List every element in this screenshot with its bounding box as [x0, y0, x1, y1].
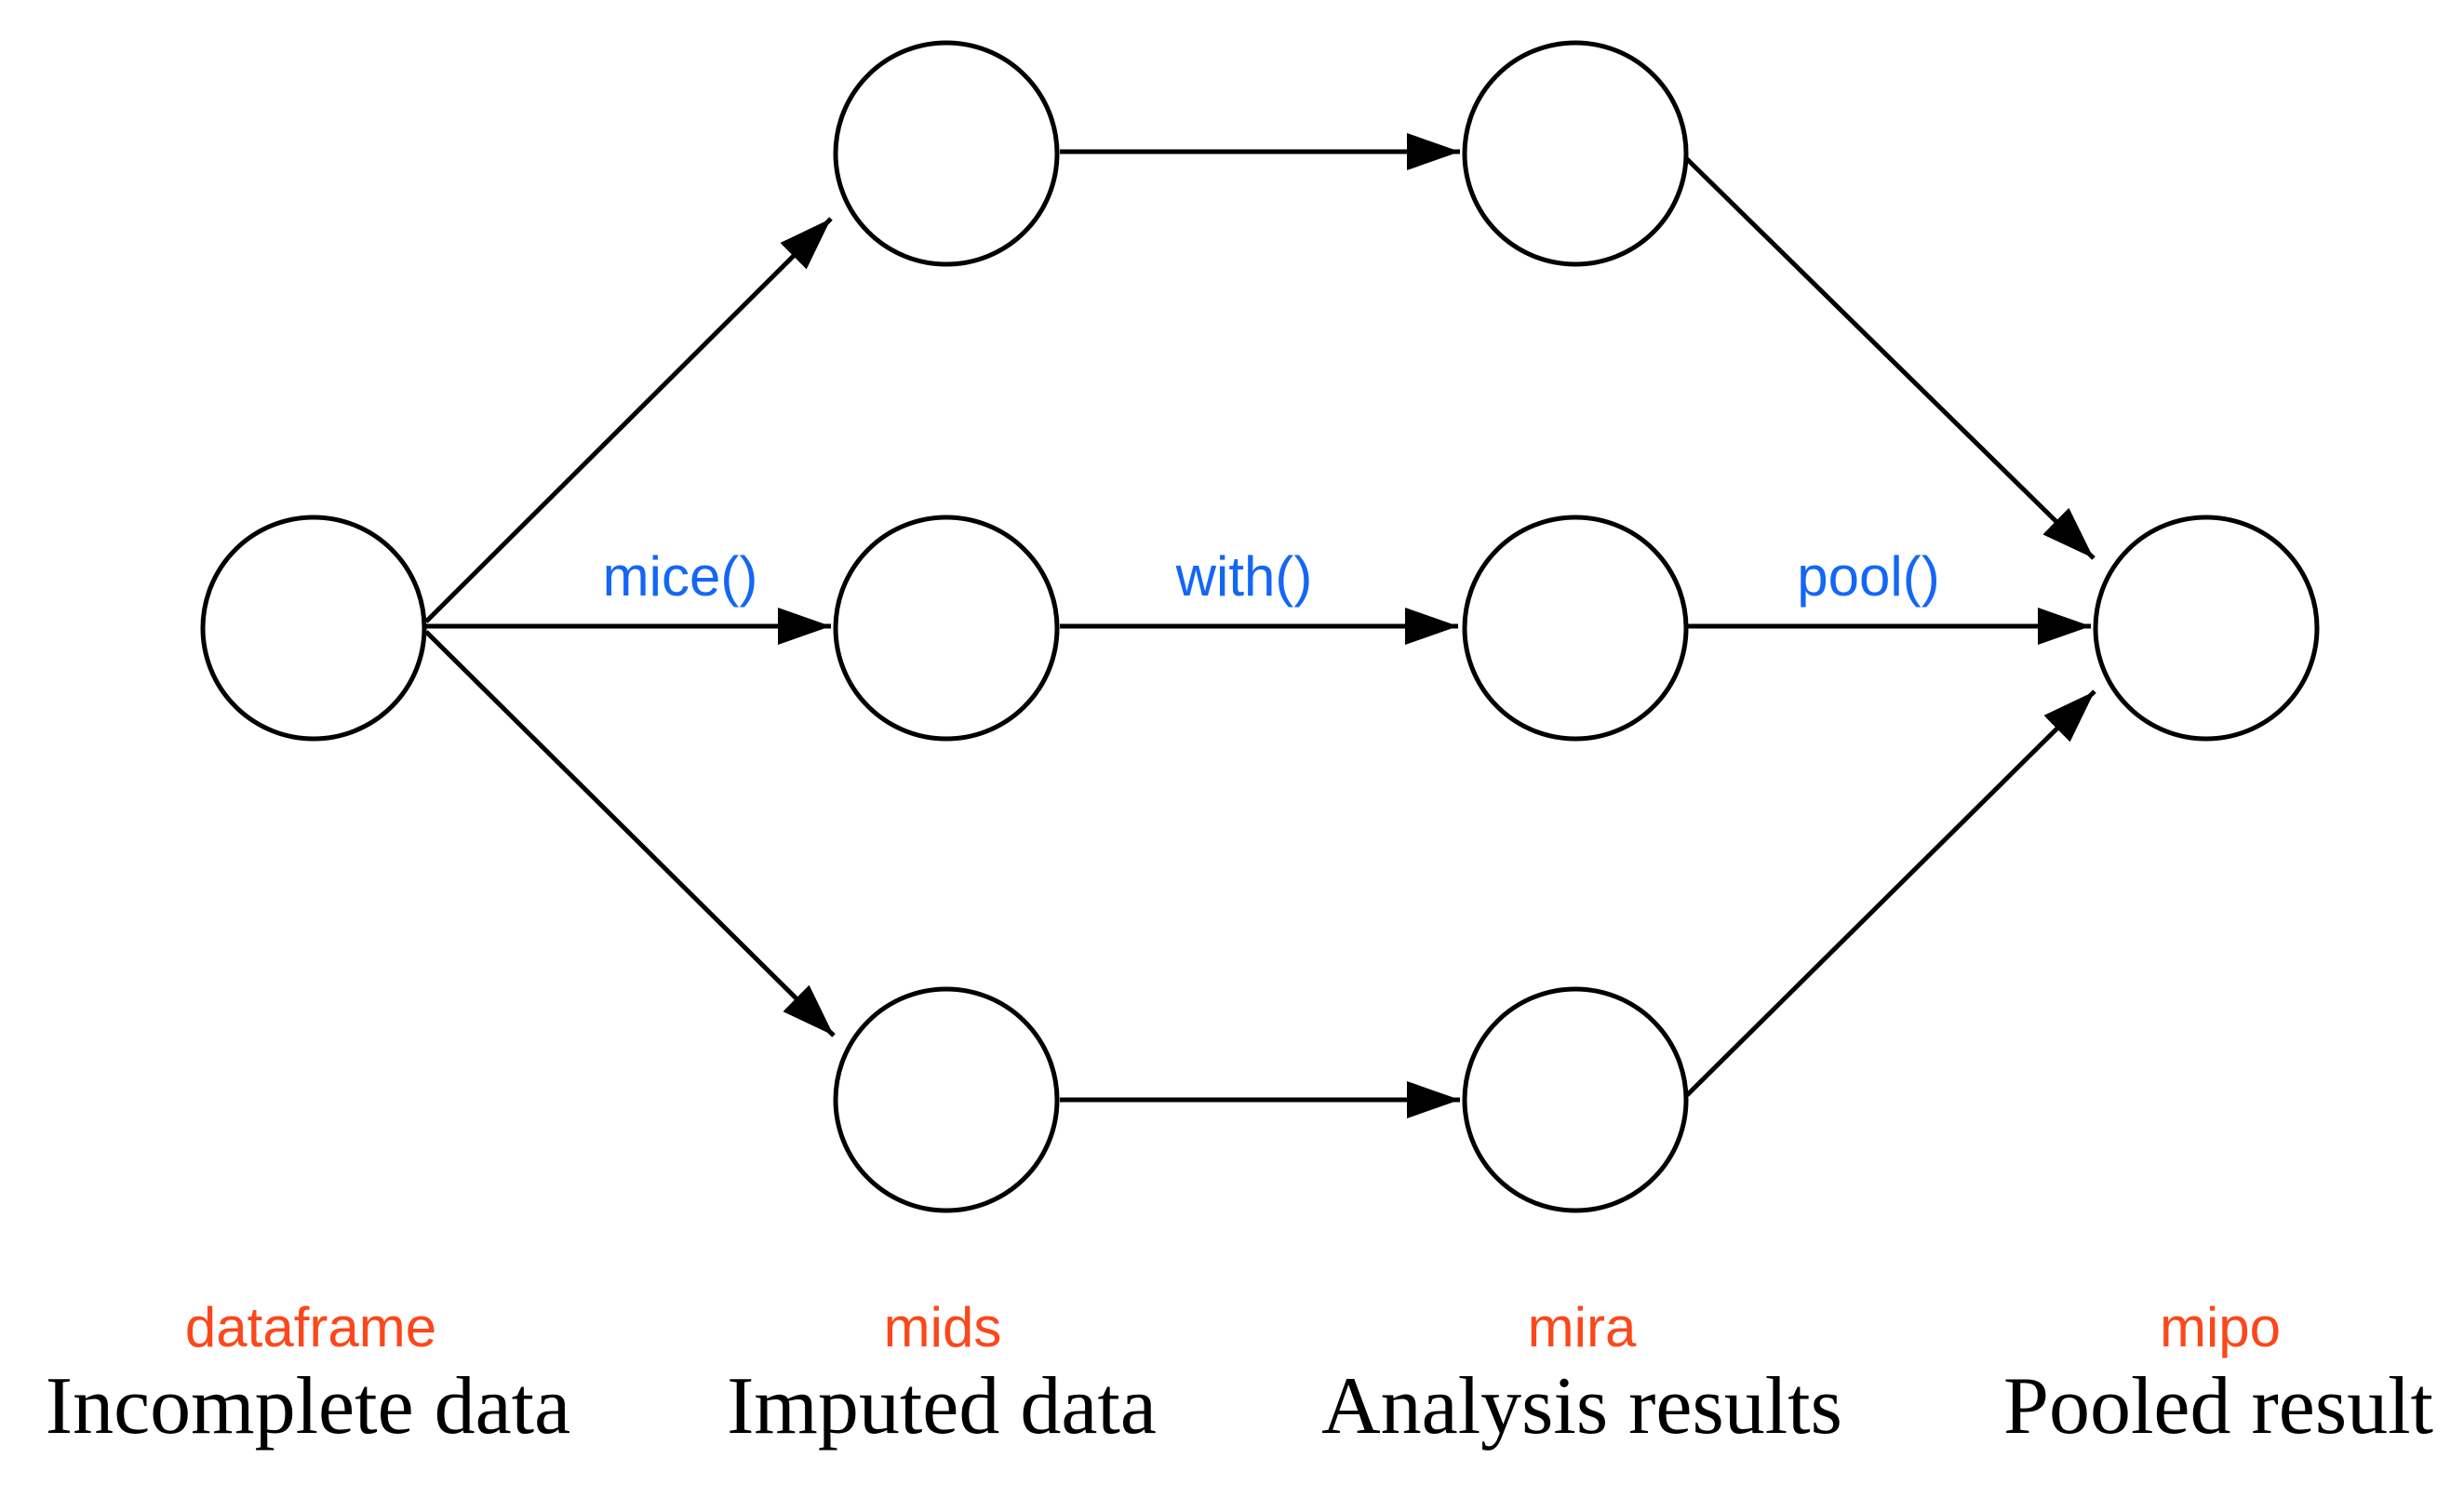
- edge-analysis-bottom-to-pooled: [1685, 689, 2096, 1097]
- nodes: [200, 40, 2320, 1213]
- label-mids-class: mids: [884, 1296, 1002, 1358]
- class-labels: dataframe mids mira mipo: [185, 1296, 2281, 1358]
- label-pool-function: pool(): [1797, 545, 1939, 608]
- function-labels: mice() with() pool(): [603, 545, 1940, 608]
- node-imputed-mid: [833, 515, 1060, 742]
- node-incomplete-data: [200, 515, 427, 742]
- edge-incomplete-to-imputed-bottom: [424, 630, 836, 1037]
- label-mira-class: mira: [1528, 1296, 1637, 1358]
- edges: [424, 133, 2096, 1118]
- label-mice-function: mice(): [603, 545, 758, 608]
- label-imputed-data: Imputed data: [727, 1361, 1157, 1452]
- node-pooled-result: [2093, 515, 2320, 742]
- label-analysis-results: Analysis results: [1321, 1361, 1842, 1452]
- label-pooled-result: Pooled result: [2003, 1361, 2433, 1452]
- node-imputed-bottom: [833, 986, 1060, 1213]
- node-analysis-top: [1462, 40, 1689, 267]
- label-mipo-class: mipo: [2160, 1296, 2281, 1358]
- node-analysis-bottom: [1462, 986, 1689, 1213]
- label-with-function: with(): [1175, 545, 1313, 608]
- node-analysis-mid: [1462, 515, 1689, 742]
- edge-analysis-top-to-pooled: [1684, 156, 2096, 560]
- stage-descriptions: Incomplete data Imputed data Analysis re…: [46, 1361, 2433, 1452]
- node-imputed-top: [833, 40, 1060, 267]
- edge-incomplete-to-imputed-top: [424, 217, 833, 623]
- label-dataframe-class: dataframe: [185, 1296, 436, 1358]
- label-incomplete-data: Incomplete data: [46, 1361, 570, 1452]
